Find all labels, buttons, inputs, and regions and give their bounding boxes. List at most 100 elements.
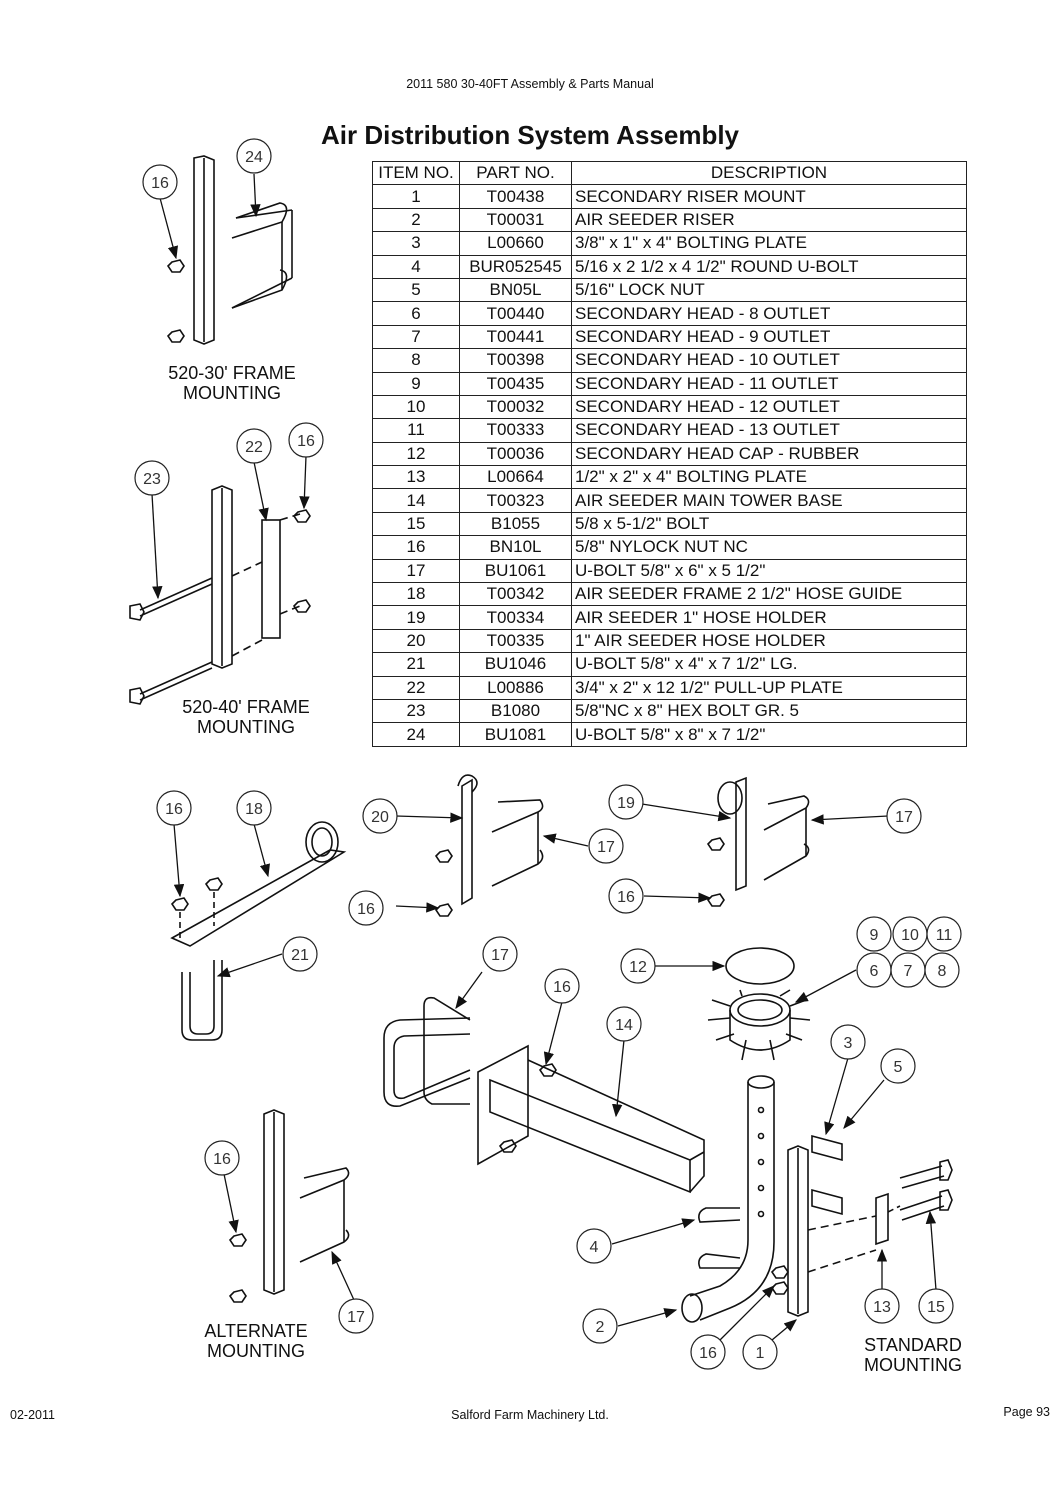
callout-number: 18 — [245, 801, 263, 818]
item-no-cell: 3 — [372, 231, 460, 256]
callout-number: 7 — [904, 963, 913, 980]
part-no-cell: T00032 — [459, 394, 572, 420]
callout-number: 16 — [213, 1151, 231, 1168]
callout-number: 13 — [873, 1299, 891, 1316]
callout-number: 16 — [357, 901, 375, 918]
callout-bubble-16: 16 — [288, 422, 324, 458]
frame-30-label-line1: 520-30' FRAME — [168, 363, 296, 383]
item-no-cell: 1 — [372, 184, 460, 209]
item-no-cell: 9 — [372, 371, 460, 396]
part-no-cell: T00440 — [459, 301, 572, 326]
callout-number: 9 — [870, 927, 879, 944]
callout-number: 16 — [553, 979, 571, 996]
callout-number: 16 — [151, 175, 169, 192]
description-cell: SECONDARY HEAD - 9 OUTLET — [571, 324, 967, 350]
footer-company: Salford Farm Machinery Ltd. — [451, 1408, 609, 1422]
callout-bubble-14: 14 — [606, 1006, 642, 1042]
callout-number: 12 — [629, 959, 647, 976]
leader-lines — [151, 173, 937, 1341]
standard-label-line2: MOUNTING — [864, 1355, 962, 1375]
callout-bubble-13: 13 — [864, 1288, 900, 1324]
part-no-cell: T00435 — [459, 371, 572, 396]
description-cell: SECONDARY HEAD - 11 OUTLET — [571, 371, 967, 396]
callout-bubble-7: 7 — [890, 952, 926, 988]
secondary-head-drawing — [707, 947, 811, 1061]
item-no-cell: 6 — [372, 301, 460, 326]
callout-bubble-16: 16 — [608, 878, 644, 914]
callout-bubble-16: 16 — [204, 1140, 240, 1176]
callout-number: 4 — [590, 1239, 599, 1256]
item-no-cell: 14 — [372, 488, 460, 513]
part-no-cell: BN05L — [459, 277, 572, 303]
callout-bubble-20: 20 — [362, 798, 398, 834]
description-cell: 1/2" x 2" x 4" BOLTING PLATE — [571, 465, 967, 490]
callout-number: 17 — [895, 809, 913, 826]
part-no-cell: T00335 — [459, 628, 572, 654]
callout-number: 15 — [927, 1299, 945, 1316]
callout-bubble-2: 2 — [582, 1308, 618, 1344]
callout-number: 20 — [371, 809, 389, 826]
hose-guide-drawing — [170, 821, 347, 1041]
description-cell: 3/8" x 1" x 4" BOLTING PLATE — [571, 231, 967, 256]
description-cell: SECONDARY HEAD - 8 OUTLET — [571, 301, 967, 326]
callout-number: 17 — [597, 839, 615, 856]
description-cell: 5/8 x 5-1/2" BOLT — [571, 511, 967, 537]
alternate-label-line2: MOUNTING — [207, 1341, 305, 1361]
callout-number: 19 — [617, 795, 635, 812]
item-no-cell: 18 — [372, 582, 460, 607]
item-no-cell: 5 — [372, 277, 460, 303]
item-no-cell: 10 — [372, 394, 460, 420]
item-no-cell: 23 — [372, 698, 460, 724]
part-no-cell: T00334 — [459, 605, 572, 630]
callout-number: 22 — [245, 439, 263, 456]
callout-bubble-12: 12 — [620, 948, 656, 984]
part-no-cell: T00333 — [459, 418, 572, 443]
description-cell: AIR SEEDER MAIN TOWER BASE — [571, 488, 967, 513]
item-no-cell: 4 — [372, 254, 460, 279]
callout-number: 17 — [347, 1309, 365, 1326]
callout-number: 8 — [938, 963, 947, 980]
alternate-mounting-drawing — [228, 1109, 350, 1303]
callout-bubble-24: 24 — [236, 138, 272, 174]
callout-bubble-19: 19 — [608, 784, 644, 820]
frame-40-drawing — [129, 485, 311, 705]
frame-40-label-line2: MOUNTING — [197, 717, 295, 737]
standard-label-line1: STANDARD — [864, 1335, 962, 1355]
frame-30-drawing — [166, 155, 293, 345]
callout-bubble-18: 18 — [236, 790, 272, 826]
part-no-cell: BU1081 — [459, 722, 572, 747]
callout-number: 16 — [165, 801, 183, 818]
part-no-cell: T00441 — [459, 324, 572, 350]
part-no-cell: B1055 — [459, 511, 572, 537]
item-no-cell: 8 — [372, 348, 460, 373]
callout-bubble-10: 10 — [892, 916, 928, 952]
alternate-label-line1: ALTERNATE — [204, 1321, 308, 1341]
callout-bubble-17: 17 — [588, 828, 624, 864]
callout-bubble-3: 3 — [830, 1024, 866, 1060]
callout-number: 2 — [596, 1319, 605, 1336]
item-no-cell: 12 — [372, 441, 460, 467]
callout-bubble-4: 4 — [576, 1228, 612, 1264]
description-cell: 5/16 x 2 1/2 x 4 1/2" ROUND U-BOLT — [571, 254, 967, 279]
frame-40-label: 520-40' FRAME MOUNTING — [156, 697, 336, 737]
callout-number: 11 — [936, 927, 953, 944]
part-no-cell: BUR052545 — [459, 254, 572, 279]
item-no-cell: 15 — [372, 511, 460, 537]
description-cell: AIR SEEDER FRAME 2 1/2" HOSE GUIDE — [571, 582, 967, 607]
